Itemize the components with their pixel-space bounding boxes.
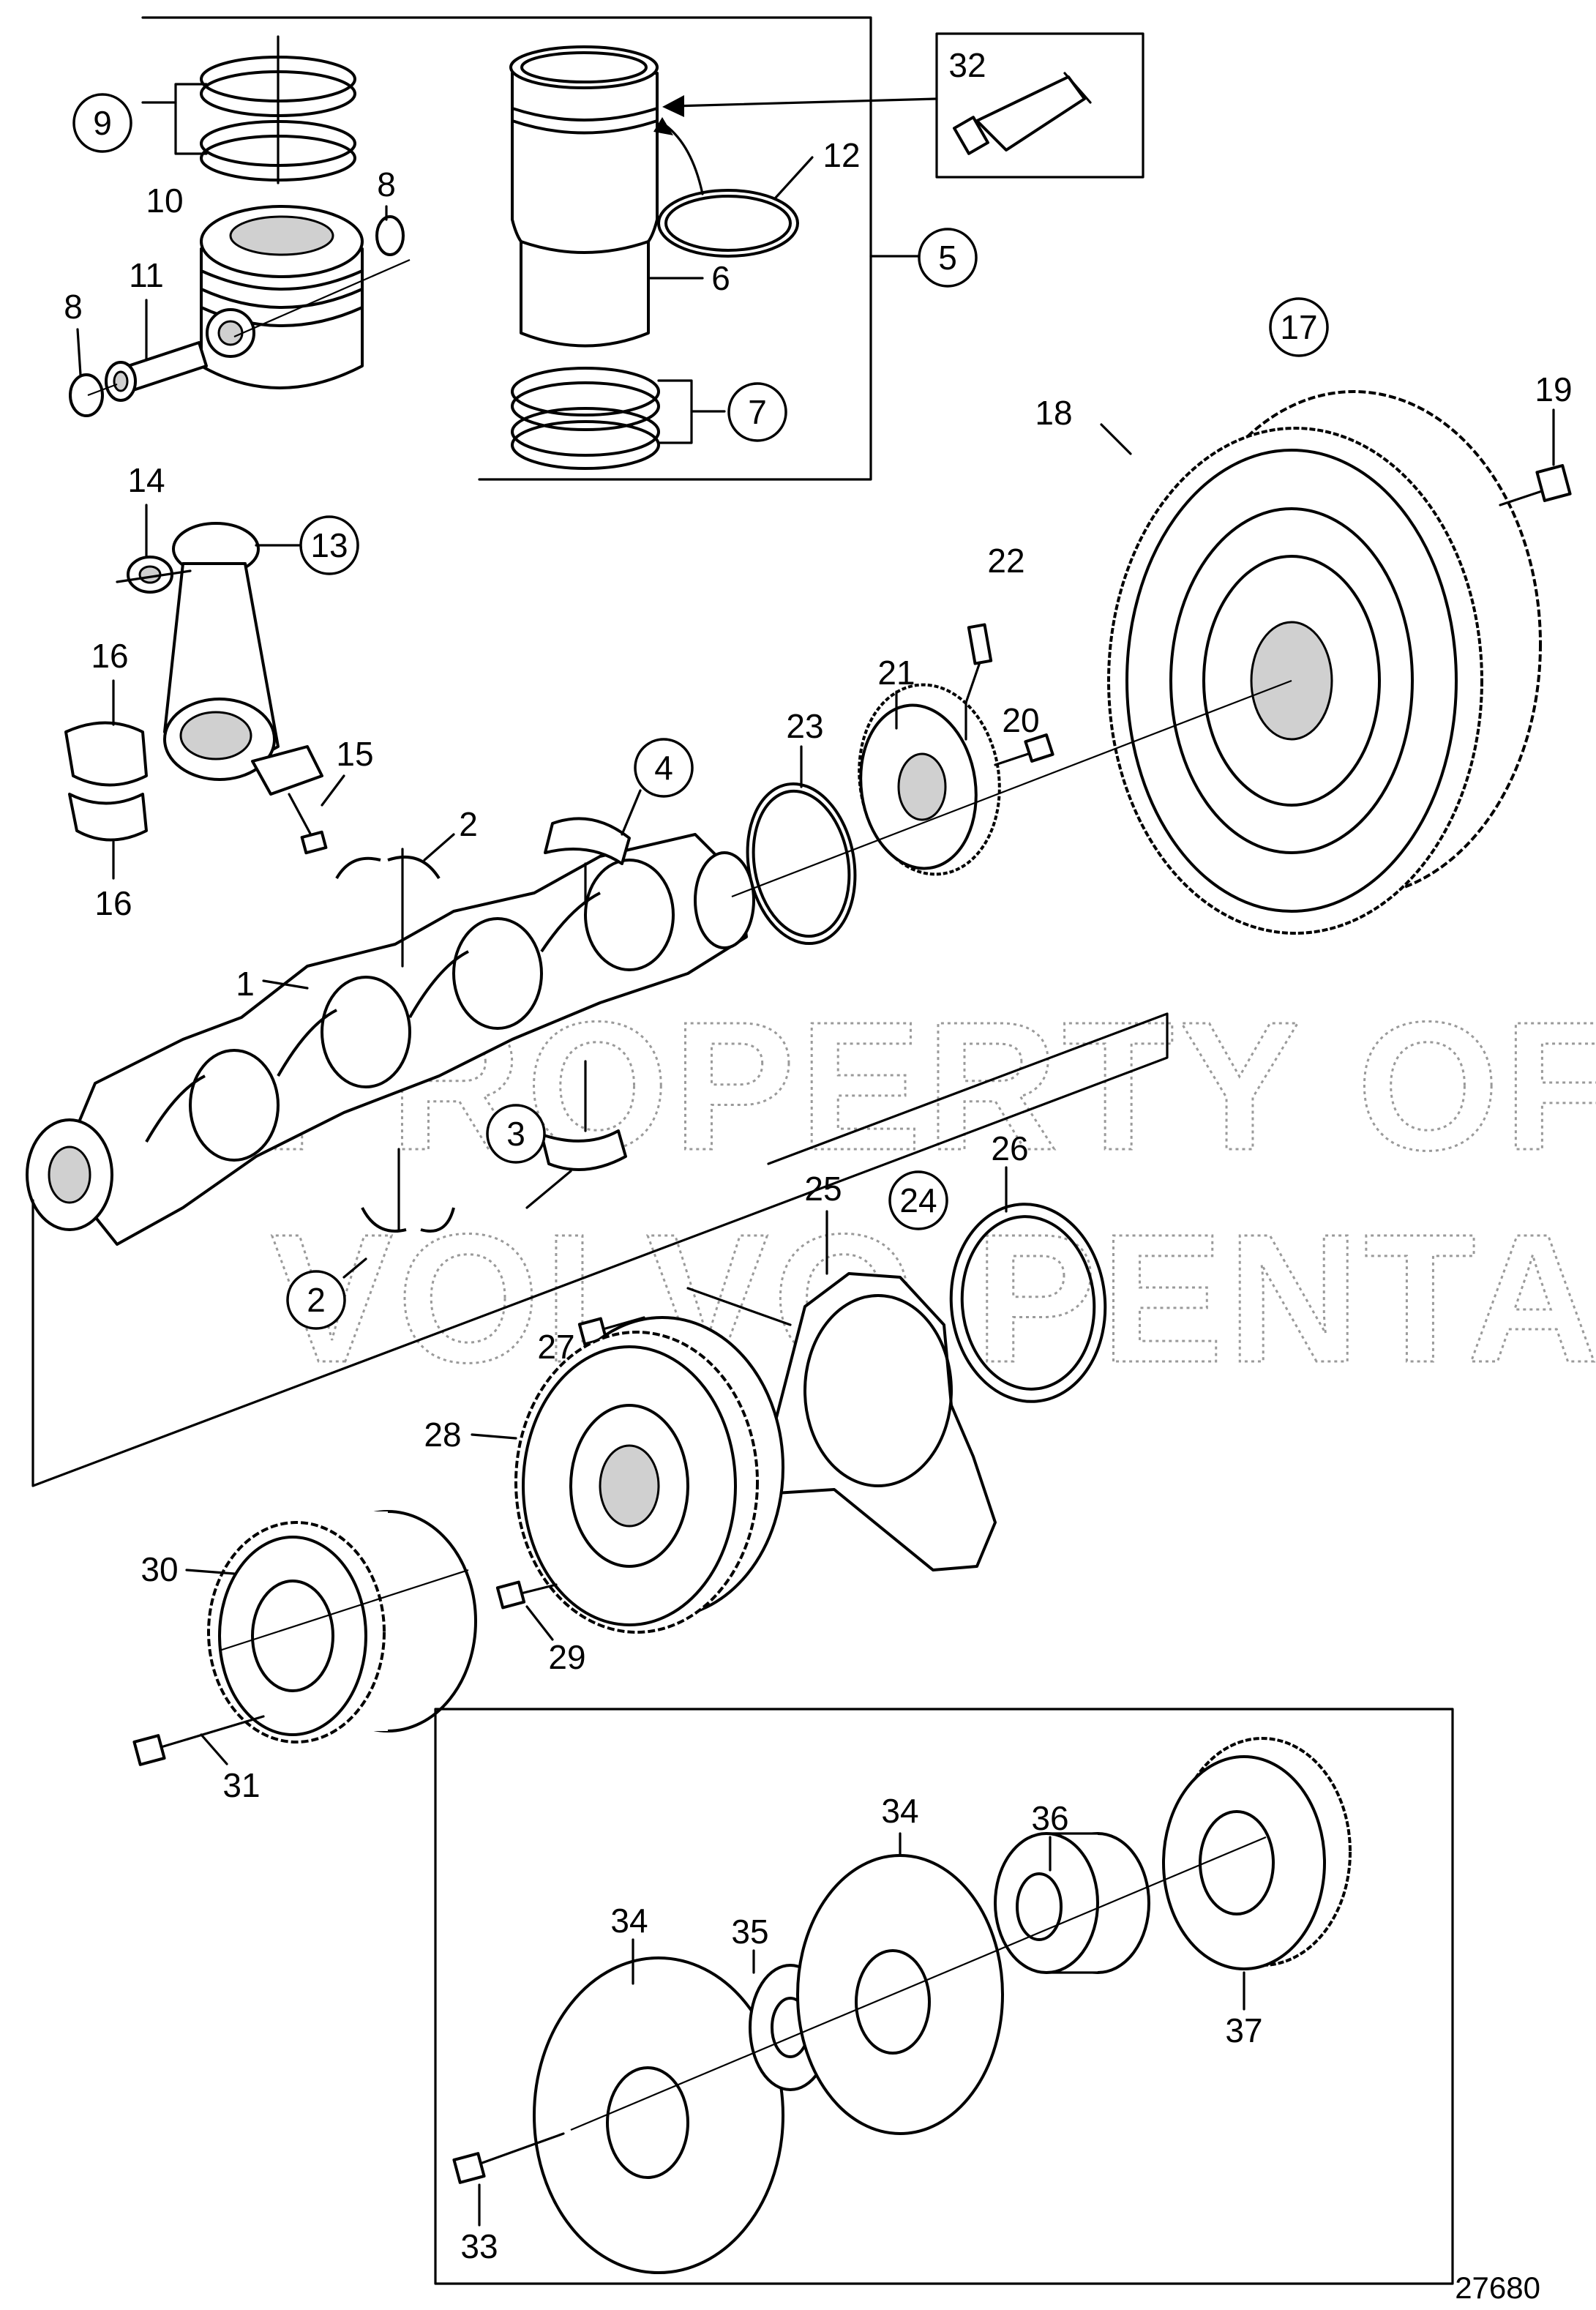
callout-circles <box>72 93 1329 1330</box>
damper-34-front <box>533 1938 784 2274</box>
hub <box>994 1832 1150 1974</box>
label-37: 37 <box>1225 2011 1262 2049</box>
label-16-bottom: 16 <box>94 884 132 922</box>
part-labels: 9 10 8 11 8 12 6 5 7 32 17 19 18 14 13 2… <box>64 46 1572 2265</box>
label-36: 36 <box>1031 1799 1068 1837</box>
label-17: 17 <box>1280 308 1317 346</box>
callout-circle-24 <box>888 1170 948 1230</box>
label-29: 29 <box>548 1638 585 1676</box>
label-23: 23 <box>786 707 823 745</box>
pulley-bolt <box>495 1580 558 1641</box>
label-14: 14 <box>127 461 165 499</box>
rod-bolt <box>288 774 345 855</box>
callout-circle-9 <box>72 93 132 153</box>
label-12: 12 <box>823 136 860 174</box>
crankshaft <box>26 833 755 1246</box>
snap-ring-left <box>69 328 104 417</box>
label-2-bottom: 2 <box>307 1281 326 1319</box>
thrust-washers-lower <box>342 1148 455 1279</box>
o-ring-23 <box>746 745 857 946</box>
alternative-damper-box <box>434 1708 1454 2285</box>
label-34-front: 34 <box>610 1902 648 1940</box>
label-19: 19 <box>1535 370 1572 408</box>
inset-bolt <box>452 2132 565 2227</box>
thrust-washers-upper <box>335 833 455 968</box>
callout-circle-7 <box>727 382 787 442</box>
sealant-box <box>662 32 1144 179</box>
label-2-top: 2 <box>459 805 478 843</box>
liner-seal-rings <box>511 367 726 470</box>
label-5: 5 <box>938 239 957 277</box>
piston <box>200 205 411 389</box>
label-34-rear: 34 <box>881 1792 918 1830</box>
watermark: PROPERTY OF VOLVO PENTA <box>263 983 1596 1402</box>
front-kit-bracket <box>31 1012 1169 1487</box>
flywheel-bolt <box>1499 408 1572 507</box>
callout-circle-5 <box>918 228 978 288</box>
label-1: 1 <box>236 965 255 1003</box>
label-8-left: 8 <box>64 288 83 326</box>
label-21: 21 <box>877 654 915 692</box>
vibration-damper-30 <box>185 1510 477 1743</box>
belt-pulley-28 <box>471 1316 784 1634</box>
figure-reference-number: 27680 <box>1455 2270 1540 2305</box>
snap-ring-right <box>375 205 405 256</box>
belt-pulley-37 <box>1162 1737 1352 2011</box>
label-3: 3 <box>506 1115 525 1153</box>
damper-34-rear <box>796 1832 1004 2135</box>
piston-pin <box>87 299 208 402</box>
callout-circle-3 <box>486 1104 546 1164</box>
label-26: 26 <box>991 1129 1028 1167</box>
flywheel <box>1100 390 1542 935</box>
liner-kit-bracket <box>141 16 920 481</box>
crank-gear <box>858 683 1001 876</box>
piston-rings <box>141 35 356 184</box>
callout-circle-4 <box>634 738 694 798</box>
label-11: 11 <box>129 256 164 294</box>
connecting-rod <box>163 522 323 796</box>
crank-axis-line <box>731 679 1292 898</box>
callout-circle-2b <box>286 1270 346 1330</box>
rear-seal <box>949 1166 1107 1403</box>
label-33: 33 <box>460 2227 498 2265</box>
label-6: 6 <box>711 259 730 297</box>
callout-circle-13 <box>299 515 359 575</box>
label-10: 10 <box>146 182 183 220</box>
label-31: 31 <box>222 1766 260 1804</box>
label-16-top: 16 <box>91 637 128 675</box>
label-7: 7 <box>748 393 767 431</box>
label-32: 32 <box>948 46 986 84</box>
label-8-right: 8 <box>377 165 396 203</box>
label-25: 25 <box>804 1170 842 1208</box>
label-4: 4 <box>654 749 673 787</box>
conrod-bearing-shells <box>64 679 148 880</box>
label-30: 30 <box>141 1550 178 1588</box>
label-18: 18 <box>1035 394 1072 432</box>
label-13: 13 <box>310 526 348 564</box>
label-22: 22 <box>987 542 1024 580</box>
label-27: 27 <box>537 1328 574 1366</box>
label-15: 15 <box>336 735 373 773</box>
label-24: 24 <box>899 1181 937 1219</box>
label-35: 35 <box>731 1913 768 1951</box>
dowel-pin <box>964 623 993 741</box>
small-end-bushing <box>116 504 192 594</box>
main-bearing-lower <box>525 1060 627 1209</box>
o-ring-12 <box>653 117 814 258</box>
damper-bolt <box>132 1715 265 1766</box>
label-9: 9 <box>93 104 112 142</box>
inset-axis-line <box>570 1836 1267 2131</box>
cylinder-liner <box>509 45 704 348</box>
callout-circle-17 <box>1269 297 1329 357</box>
main-bearing-upper <box>544 789 642 905</box>
gear-bolt <box>994 733 1054 766</box>
label-20: 20 <box>1002 701 1039 739</box>
label-28: 28 <box>424 1416 461 1454</box>
